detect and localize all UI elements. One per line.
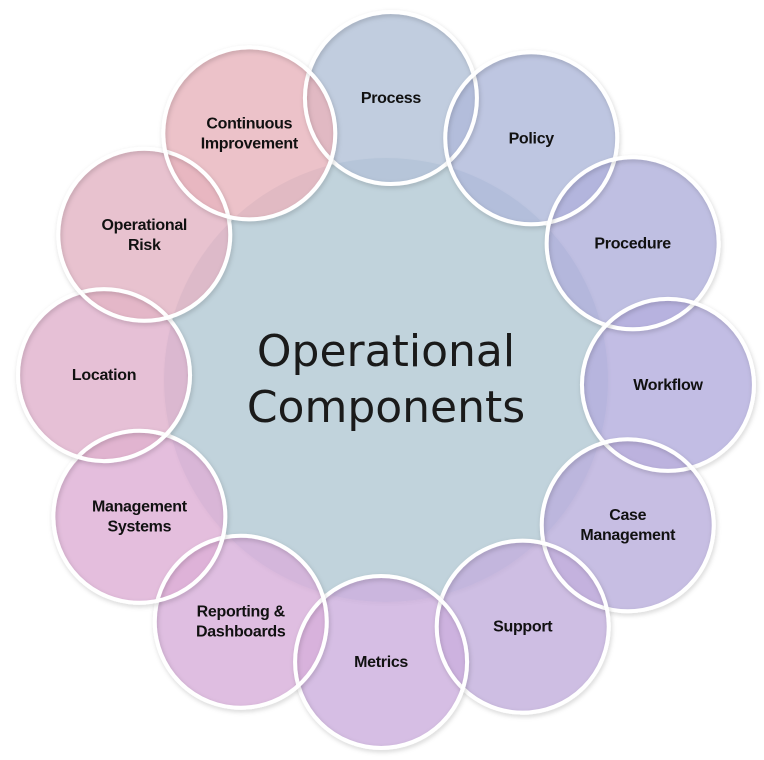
center-title-line: Components: [247, 382, 525, 433]
center-title-line: Operational: [257, 326, 515, 377]
reporting-dashboards-node-ring: [152, 533, 329, 710]
management-systems-node-label-line: Management: [92, 499, 188, 516]
workflow-node-ring: [579, 296, 756, 473]
location-node-label-line: Location: [72, 367, 136, 384]
reporting-dashboards-node-label: Reporting & Dashboards: [196, 604, 286, 641]
process-node-circle: [304, 12, 477, 185]
policy-node-label: Policy: [509, 130, 555, 147]
center-circle: [164, 158, 608, 602]
reporting-dashboards-node-label-line: Reporting &: [197, 604, 286, 621]
continuous-improvement-node-label-line: Improvement: [201, 135, 299, 152]
metrics-node-circle: [295, 575, 468, 748]
case-management-node-ring: [539, 437, 716, 614]
procedure-node-label: Procedure: [594, 235, 671, 252]
support-node-ring: [434, 538, 611, 715]
workflow-node-label-line: Workflow: [633, 377, 703, 394]
operational-risk-node-label-line: Risk: [128, 237, 161, 254]
location-node-circle: [18, 289, 191, 462]
continuous-improvement-node-ring: [161, 45, 338, 222]
reporting-dashboards-node-label-line: Dashboards: [196, 624, 286, 641]
metrics-node-label-line: Metrics: [354, 654, 408, 671]
operational-risk-node-ring: [56, 146, 233, 323]
management-systems-node-ring: [51, 428, 228, 605]
continuous-improvement-node-label-line: Continuous: [206, 115, 292, 132]
process-node-label: Process: [361, 90, 422, 107]
management-systems-node-label-line: Systems: [107, 519, 171, 536]
process-node-label-line: Process: [361, 90, 422, 107]
procedure-node-label-line: Procedure: [594, 235, 671, 252]
policy-node-label-line: Policy: [509, 130, 555, 147]
support-node-label-line: Support: [493, 619, 553, 636]
support-node-label: Support: [493, 619, 553, 636]
case-management-node-label-line: Case: [609, 507, 646, 524]
process-node-ring: [302, 10, 479, 187]
metrics-node-label: Metrics: [354, 654, 408, 671]
location-node-ring: [16, 287, 193, 464]
operational-risk-node-label-line: Operational: [101, 217, 187, 234]
workflow-node-circle: [581, 298, 754, 471]
procedure-node-ring: [544, 155, 721, 332]
metrics-node-ring: [293, 573, 470, 750]
policy-node-ring: [443, 50, 620, 227]
workflow-node-label: Workflow: [633, 377, 703, 394]
case-management-node-label-line: Management: [580, 527, 676, 544]
location-node-label: Location: [72, 367, 136, 384]
